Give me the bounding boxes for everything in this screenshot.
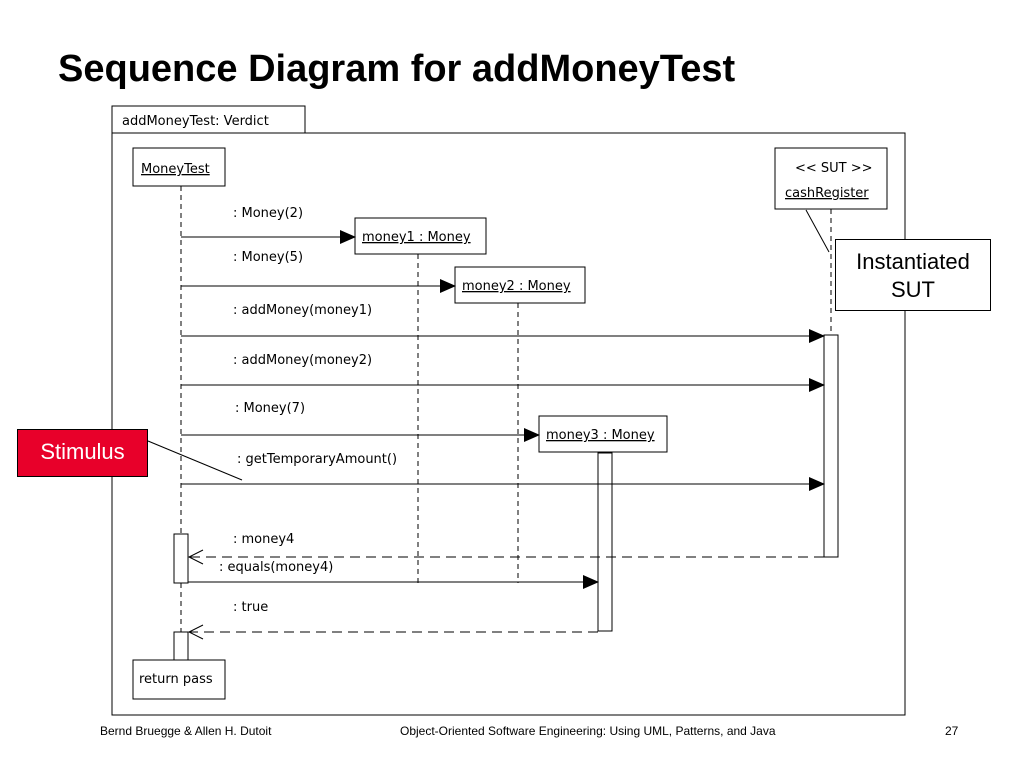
message-return-money4: : money4 (187, 532, 824, 565)
message-label: : money4 (233, 532, 294, 547)
stimulus-callout: Stimulus (17, 429, 148, 477)
frame-label: addMoneyTest: Verdict (122, 114, 269, 129)
stimulus-leader (147, 440, 243, 481)
cashregister-activation (823, 334, 839, 558)
message-money7: : Money(7) (181, 401, 540, 442)
lifeline-cashregister-label: cashRegister (785, 186, 869, 201)
lifeline-cashregister-stereotype: << SUT >> (795, 161, 873, 176)
lifeline-cashregister: << SUT >> cashRegister (774, 147, 888, 558)
slide-title: Sequence Diagram for addMoneyTest (58, 48, 736, 90)
moneytest-activation-2 (173, 631, 189, 661)
message-addmoney-money2: : addMoney(money2) (181, 353, 825, 392)
diagram-frame (111, 132, 906, 716)
lifeline-money1: money1 : Money (354, 217, 487, 583)
message-gettemporaryamount: : getTemporaryAmount() (181, 452, 825, 491)
moneytest-activation-1 (173, 533, 189, 584)
message-label: : addMoney(money2) (233, 353, 372, 368)
page-number: 27 (945, 724, 959, 738)
lifeline-money2-label: money2 : Money (462, 279, 571, 294)
message-money5: : Money(5) (181, 250, 456, 293)
message-label: : getTemporaryAmount() (237, 452, 397, 467)
message-label: : true (233, 600, 268, 615)
footer-authors: Bernd Bruegge & Allen H. Dutoit (100, 724, 272, 738)
lifeline-moneytest-label: MoneyTest (141, 162, 210, 177)
message-return-true: : true (187, 600, 598, 640)
return-pass-box (132, 659, 226, 700)
message-label: : Money(7) (235, 401, 305, 416)
message-label: : equals(money4) (219, 560, 333, 575)
message-money2: : Money(2) (181, 206, 356, 244)
frame-tab (111, 105, 306, 134)
footer-book-title: Object-Oriented Software Engineering: Us… (400, 724, 776, 738)
lifeline-money3-label: money3 : Money (546, 428, 655, 443)
message-equals-money4: : equals(money4) (188, 560, 599, 589)
instantiated-sut-line-2: SUT (891, 277, 935, 302)
lifeline-money1-label: money1 : Money (362, 230, 471, 245)
instantiated-sut-line-1: Instantiated (856, 249, 970, 274)
message-label: : Money(5) (233, 250, 303, 265)
money3-activation (597, 452, 613, 632)
lifeline-money3: money3 : Money (538, 415, 668, 632)
lifeline-moneytest: MoneyTest (132, 147, 226, 661)
instantiated-sut-callout: Instantiated SUT (835, 239, 991, 311)
instantiated-sut-leader (805, 209, 830, 253)
return-pass-label: return pass (139, 672, 213, 687)
message-label: : Money(2) (233, 206, 303, 221)
lifeline-money2: money2 : Money (454, 266, 586, 583)
message-label: : addMoney(money1) (233, 303, 372, 318)
message-addmoney-money1: : addMoney(money1) (181, 303, 825, 343)
